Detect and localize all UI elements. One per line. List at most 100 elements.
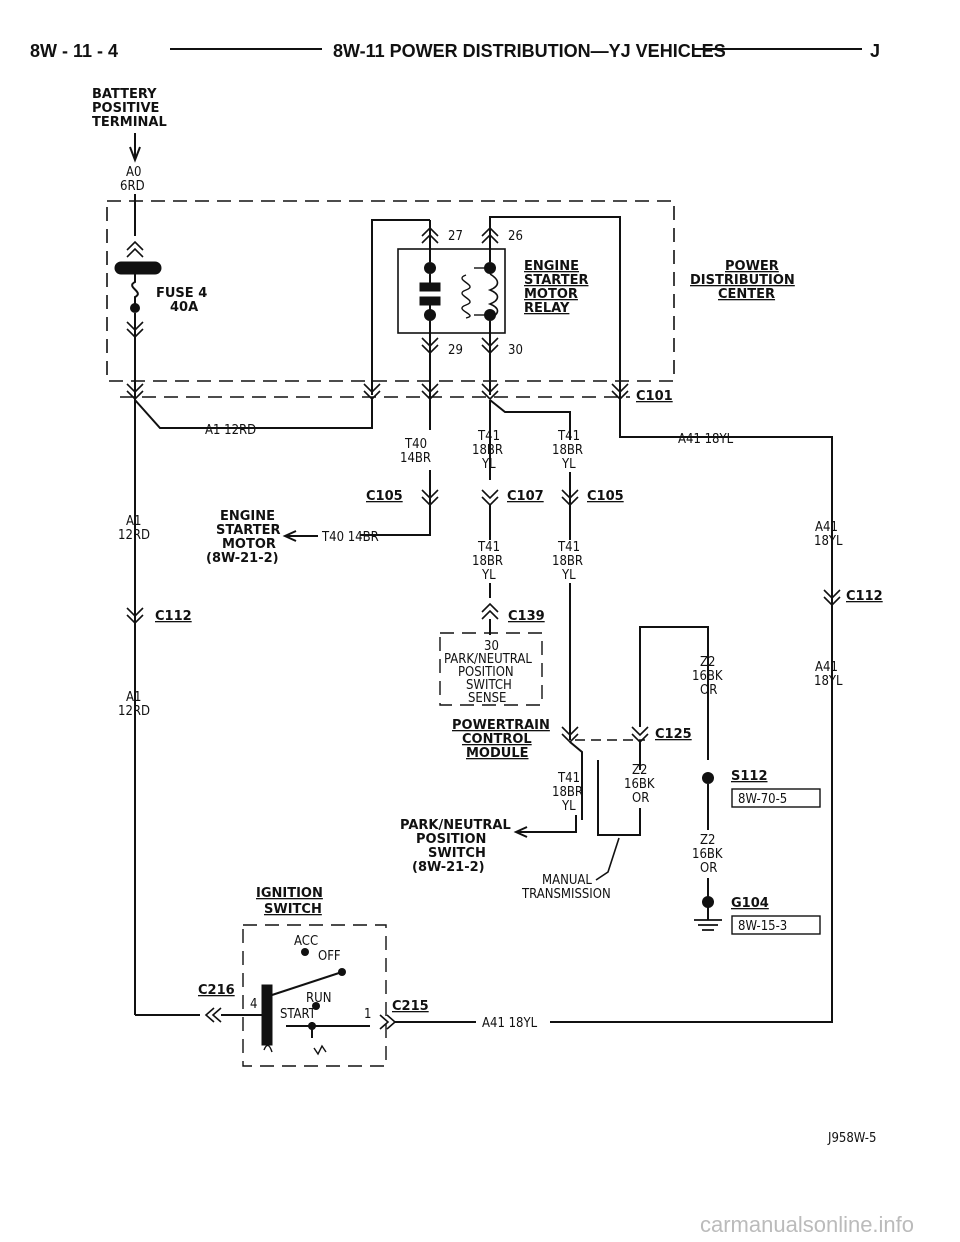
t41c-l1: T41 xyxy=(477,540,500,555)
t41b-l1: T41 xyxy=(557,429,580,444)
pcm-label-3: MODULE xyxy=(466,746,529,761)
ignition-wiper xyxy=(271,971,343,996)
relay-pin26-connector-icon xyxy=(481,226,499,244)
wire-a41-bottom: A41 18YL xyxy=(482,1016,538,1031)
t41c-l2: 18BR xyxy=(472,554,503,569)
t41e-l1: T41 xyxy=(557,771,580,786)
relay-pin30-connector-icon xyxy=(481,337,499,355)
a41-right2-l1: A41 xyxy=(815,660,838,675)
battery-label-1: BATTERY xyxy=(92,87,157,102)
wire-relay-feed xyxy=(371,219,430,395)
t40-l1: T40 xyxy=(404,437,427,452)
pcm-sense-box xyxy=(439,632,543,706)
ignition-bar-icon xyxy=(261,984,273,1046)
ground-icon xyxy=(694,919,722,931)
a1-left-l2: 12RD xyxy=(118,528,150,543)
pcm-sense-l4: SENSE xyxy=(468,691,506,706)
fuse-node xyxy=(130,303,140,313)
wire-t41-branch xyxy=(489,399,571,440)
z2b-l2: 16BK xyxy=(624,777,655,792)
relay-node-29 xyxy=(424,309,436,321)
header-section-letter: J xyxy=(870,41,880,61)
c101-pin-t41-icon xyxy=(481,383,499,401)
t41a-l3: YL xyxy=(481,457,496,472)
a1-left-l1: A1 xyxy=(126,514,141,529)
s112-ref: 8W-70-5 xyxy=(738,792,787,807)
t41e-l2: 18BR xyxy=(552,785,583,800)
pcm-sense-l2: POSITION xyxy=(458,665,514,680)
starter-label-2: STARTER xyxy=(216,523,280,538)
relay-resistor-icon xyxy=(461,274,471,319)
manual-trans-1: MANUAL xyxy=(542,873,592,888)
ignition-title-1: IGNITION xyxy=(256,886,323,901)
header-title: 8W-11 POWER DISTRIBUTION—YJ VEHICLES xyxy=(333,41,726,61)
relay-pin27-connector-icon xyxy=(421,226,439,244)
t41d-l2: 18BR xyxy=(552,554,583,569)
a1-left2-l1: A1 xyxy=(126,690,141,705)
s112-ref-box xyxy=(731,788,821,808)
a1-left2-l2: 12RD xyxy=(118,704,150,719)
s112-label: S112 xyxy=(731,769,768,784)
battery-arrow-icon xyxy=(129,133,141,163)
fuse-rating: 40A xyxy=(170,300,198,315)
c216-connector-icon xyxy=(204,1007,222,1023)
relay-box xyxy=(397,248,506,334)
g104-ref-box xyxy=(731,915,821,935)
pnp-label-4: (8W-21-2) xyxy=(412,860,485,875)
t41a-l2: 18BR xyxy=(472,443,503,458)
ignition-acc-contact xyxy=(301,948,309,956)
pnp-label-3: SWITCH xyxy=(428,846,486,861)
t41d-l1: T41 xyxy=(557,540,580,555)
t41d-l3: YL xyxy=(561,568,576,583)
c215-label: C215 xyxy=(392,999,429,1014)
z2a-l2: 16BK xyxy=(692,669,723,684)
c112a-connector-icon xyxy=(126,607,144,625)
ignition-pin1: 1 xyxy=(364,1007,371,1022)
battery-circuit: A0 xyxy=(126,165,141,180)
relay-coil-icon xyxy=(487,273,499,319)
relay-pin30: 30 xyxy=(508,343,523,358)
t41b-l3: YL xyxy=(561,457,576,472)
wire-pnp-loop xyxy=(597,760,641,836)
starter-label-4: (8W-21-2) xyxy=(206,551,279,566)
fuse-top-connector-icon xyxy=(126,240,144,258)
fuse-name: FUSE 4 xyxy=(156,286,207,301)
c139-label: C139 xyxy=(508,609,545,624)
relay-node-30 xyxy=(484,309,496,321)
relay-node-26 xyxy=(484,262,496,274)
battery-label-3: TERMINAL xyxy=(92,115,167,130)
c215-connector-icon xyxy=(379,1014,397,1030)
pcm-label-2: CONTROL xyxy=(462,732,532,747)
wire-t41-to-pnp xyxy=(540,815,577,833)
c105b-connector-icon xyxy=(561,489,579,507)
relay-label-4: RELAY xyxy=(524,301,570,316)
pcm-sense-l3: SWITCH xyxy=(466,678,512,693)
z2b-l3: OR xyxy=(632,791,649,806)
relay-label-3: MOTOR xyxy=(524,287,578,302)
manual-trans-2: TRANSMISSION xyxy=(521,887,611,902)
relay-label-1: ENGINE xyxy=(524,259,579,274)
pdc-label-2: DISTRIBUTION xyxy=(690,273,795,288)
s112-splice-icon xyxy=(702,772,714,784)
g104-label: G104 xyxy=(731,896,769,911)
z2a-l3: OR xyxy=(700,683,717,698)
t41a-l1: T41 xyxy=(477,429,500,444)
c125-label: C125 xyxy=(655,727,692,742)
z2c-l2: 16BK xyxy=(692,847,723,862)
wire-relay-26 xyxy=(489,216,621,430)
battery-wire: 6RD xyxy=(120,179,145,194)
ignition-off: OFF xyxy=(318,949,341,964)
c101-pin-a1-icon xyxy=(126,383,144,401)
wire-t40-to-starter xyxy=(360,505,431,536)
pnp-label-2: POSITION xyxy=(416,832,486,847)
c105b-label: C105 xyxy=(587,489,624,504)
battery-label-2: POSITIVE xyxy=(92,101,159,116)
c112b-label: C112 xyxy=(846,589,883,604)
t41e-l3: YL xyxy=(561,799,576,814)
c101-label: C101 xyxy=(636,389,673,404)
a41-right-l1: A41 xyxy=(815,520,838,535)
relay-pin27: 27 xyxy=(448,229,463,244)
starter-label-3: MOTOR xyxy=(222,537,276,552)
wire-t41e xyxy=(569,741,583,820)
pcm-label-1: POWERTRAIN xyxy=(452,718,550,733)
